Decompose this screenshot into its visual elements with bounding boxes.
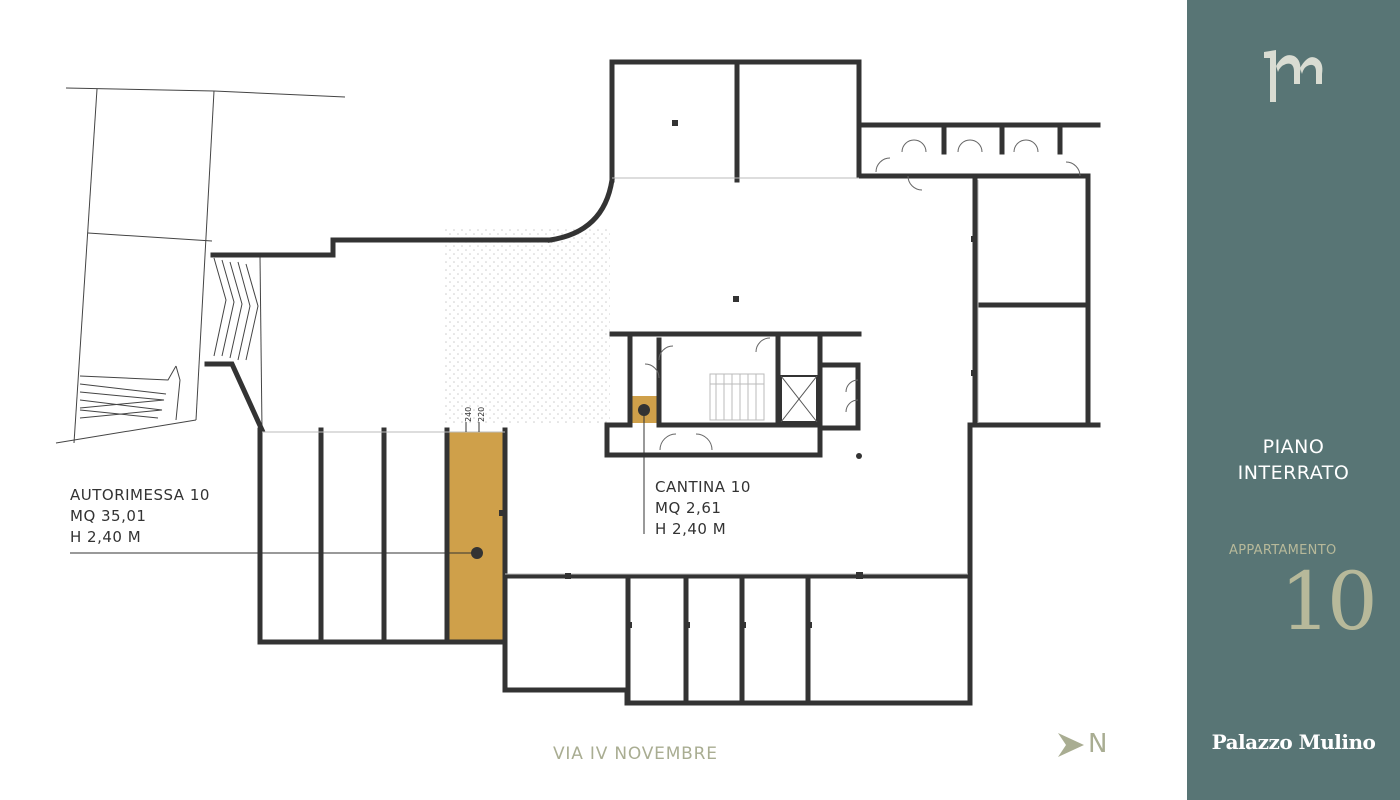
north-letter: N: [1088, 729, 1108, 759]
garage-dimension-b: 220: [477, 406, 486, 422]
elevator: [780, 375, 818, 423]
floor-title-line1: PIANO: [1262, 436, 1325, 458]
garage-height: H 2,40 M: [70, 528, 142, 546]
apartment-number: 10: [1280, 555, 1378, 648]
garage-name: AUTORIMESSA 10: [70, 486, 210, 504]
neighbor-parcels: [55, 87, 346, 444]
maneuver-zone: [444, 228, 610, 425]
cellar-area: MQ 2,61: [655, 499, 722, 517]
cellar-name: CANTINA 10: [655, 478, 751, 496]
garage-10-highlight: [449, 432, 503, 642]
apartment-label: APPARTAMENTO: [1229, 543, 1337, 558]
cellar-label: CANTINA 10 MQ 2,61 H 2,40 M: [655, 477, 751, 540]
garage-dimension-a: 240: [464, 406, 473, 422]
floor-plan: 240 220 AUTORIMESSA 10 MQ 35,01 H 2,40 M…: [55, 59, 1108, 764]
pillars: [499, 120, 977, 628]
walls: [204, 59, 1101, 706]
floor-title-line2: INTERRATO: [1237, 462, 1350, 484]
leaders: [70, 404, 650, 559]
floor-plan-drawing: [55, 59, 1101, 706]
north-arrow-icon: [1058, 733, 1084, 757]
doors: [644, 139, 1081, 451]
pm-monogram-icon: [1264, 50, 1323, 102]
garage-area: MQ 35,01: [70, 507, 147, 525]
sidebar: [1187, 0, 1400, 800]
glazing: [262, 177, 979, 575]
street-name: VIA IV NOVEMBRE: [553, 744, 718, 764]
cellar-height: H 2,40 M: [655, 520, 727, 538]
staircase: [709, 373, 765, 421]
garage-label: AUTORIMESSA 10 MQ 35,01 H 2,40 M: [70, 485, 210, 548]
brand-name: Palazzo Mulino: [1211, 730, 1376, 754]
